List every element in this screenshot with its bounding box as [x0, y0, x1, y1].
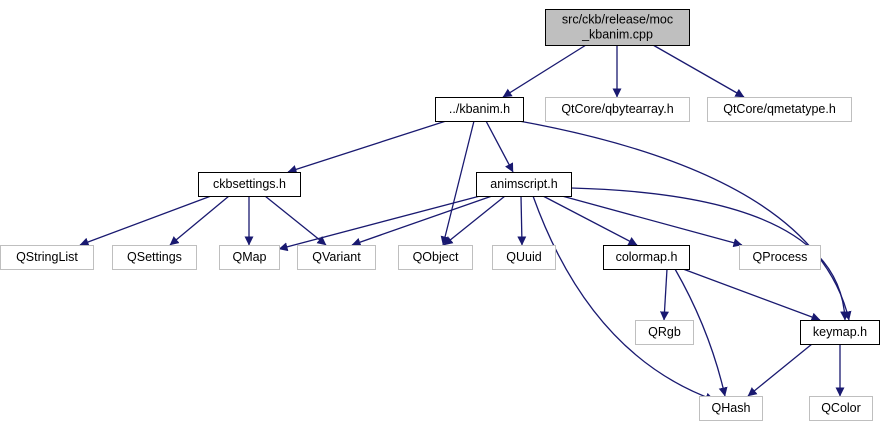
edge-animscript-to-qvariant	[351, 195, 493, 247]
node-qrgb: QRgb	[635, 320, 694, 345]
edge-ckbsettings-to-qstringlist	[79, 195, 212, 247]
node-box	[707, 97, 852, 122]
node-box	[603, 245, 690, 270]
node-keymap[interactable]: keymap.h	[800, 320, 880, 345]
edge-kbanim-h-to-animscript	[485, 120, 514, 173]
node-box	[112, 245, 197, 270]
node-label: QtCore/qbytearray.h	[561, 102, 673, 116]
node-label: src/ckb/release/moc	[562, 13, 673, 27]
node-box	[809, 396, 873, 421]
node-quuid: QUuid	[492, 245, 556, 270]
node-label: QColor	[821, 401, 861, 415]
node-qcolor: QColor	[809, 396, 873, 421]
edge-animscript-to-qmap	[278, 195, 481, 252]
edge-colormap-to-keymap	[682, 268, 821, 322]
node-box	[297, 245, 376, 270]
node-qobject: QObject	[398, 245, 473, 270]
node-label: QUuid	[506, 250, 541, 264]
node-box	[398, 245, 473, 270]
node-label: QObject	[413, 250, 459, 264]
node-qstringlist: QStringList	[0, 245, 94, 270]
node-box	[492, 245, 556, 270]
edge-animscript-to-qobject	[443, 195, 506, 246]
node-box	[545, 97, 690, 122]
node-box	[800, 320, 880, 345]
edge-animscript-to-qhash	[532, 195, 715, 402]
node-label: colormap.h	[616, 250, 678, 264]
node-box	[476, 172, 572, 197]
edge-colormap-to-qhash	[674, 268, 728, 397]
node-kbanim-cpp[interactable]: src/ckb/release/moc_kbanim.cpp	[545, 9, 690, 46]
node-qbytearray: QtCore/qbytearray.h	[545, 97, 690, 122]
edge-kbanim-cpp-to-kbanim-h	[502, 44, 587, 98]
edge-animscript-to-quuid	[517, 195, 527, 246]
node-box	[435, 97, 524, 122]
node-kbanim-h[interactable]: ../kbanim.h	[435, 97, 524, 122]
edge-kbanim-h-to-ckbsettings	[287, 120, 447, 174]
node-box	[545, 9, 690, 46]
node-label: ckbsettings.h	[213, 177, 286, 191]
node-label: QVariant	[312, 250, 361, 264]
edge-animscript-to-colormap	[542, 195, 638, 246]
node-qsettings: QSettings	[112, 245, 197, 270]
edges-layer	[79, 44, 852, 402]
node-label: keymap.h	[813, 325, 867, 339]
node-qhash: QHash	[699, 396, 763, 421]
edge-animscript-to-qprocess	[561, 195, 743, 248]
node-box	[0, 245, 94, 270]
node-label: ../kbanim.h	[449, 102, 510, 116]
node-label: QMap	[232, 250, 266, 264]
node-label: QProcess	[753, 250, 808, 264]
node-box	[198, 172, 301, 197]
node-qmetatype: QtCore/qmetatype.h	[707, 97, 852, 122]
edge-kbanim-h-to-keymap	[518, 120, 852, 321]
node-label: QSettings	[127, 250, 182, 264]
node-label: animscript.h	[490, 177, 557, 191]
edge-ckbsettings-to-qvariant	[264, 195, 327, 246]
edge-kbanim-h-to-qobject	[440, 120, 475, 246]
node-animscript[interactable]: animscript.h	[476, 172, 572, 197]
edge-kbanim-cpp-to-qmetatype	[652, 44, 745, 98]
node-qvariant: QVariant	[297, 245, 376, 270]
node-box	[699, 396, 763, 421]
node-label: _kbanim.cpp	[581, 28, 653, 42]
node-box	[219, 245, 280, 270]
node-qmap: QMap	[219, 245, 280, 270]
node-ckbsettings[interactable]: ckbsettings.h	[198, 172, 301, 197]
node-box	[635, 320, 694, 345]
node-colormap[interactable]: colormap.h	[603, 245, 690, 270]
nodes-layer: src/ckb/release/moc_kbanim.cpp ../kbanim.…	[0, 9, 880, 421]
node-label: QtCore/qmetatype.h	[723, 102, 836, 116]
edge-animscript-to-keymap	[570, 187, 850, 321]
node-box	[739, 245, 821, 270]
node-label: QStringList	[16, 250, 78, 264]
node-qprocess: QProcess	[739, 245, 821, 270]
edge-ckbsettings-to-qsettings	[169, 195, 230, 246]
node-label: QRgb	[648, 325, 681, 339]
node-label: QHash	[712, 401, 751, 415]
edge-keymap-to-qhash	[747, 343, 813, 397]
edge-colormap-to-qrgb	[660, 268, 669, 321]
